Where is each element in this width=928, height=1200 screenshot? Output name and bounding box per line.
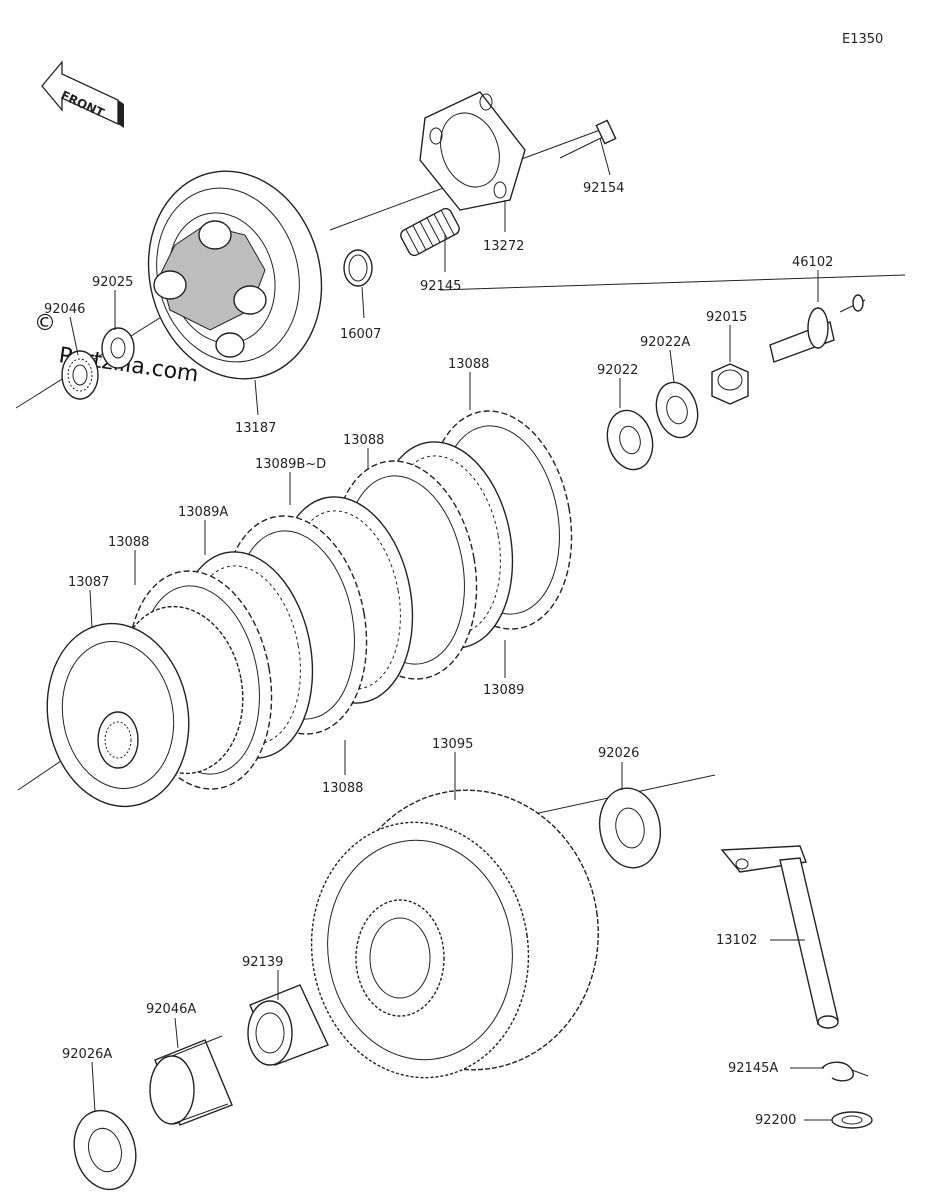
copyright-icon: ©: [34, 311, 56, 336]
part-92046-bearing: [61, 350, 99, 400]
label-92025: 92025: [92, 275, 133, 290]
leader-lines: [69, 137, 832, 1121]
label-13088-c: 13088: [108, 535, 149, 550]
label-92145: 92145: [420, 279, 461, 294]
label-92046: 92046: [44, 302, 85, 317]
label-13088-d: 13088: [322, 781, 363, 796]
label-92145A: 92145A: [728, 1061, 778, 1076]
part-13095-clutch-housing: [310, 789, 599, 1079]
diagram-code: E1350: [842, 32, 883, 47]
label-92046A: 92046A: [146, 1002, 196, 1017]
label-13088-a: 13088: [448, 357, 489, 372]
label-92015: 92015: [706, 310, 747, 325]
label-13089A: 13089A: [178, 505, 228, 520]
part-13187-pressure-plate: [147, 170, 323, 380]
label-13102: 13102: [716, 933, 757, 948]
part-13272-plate: [419, 91, 526, 211]
label-92200: 92200: [755, 1113, 796, 1128]
part-92139-sleeve: [247, 984, 329, 1066]
label-92022: 92022: [597, 363, 638, 378]
part-92022A-washer: [655, 381, 699, 439]
label-46102: 46102: [792, 255, 833, 270]
part-92025-washer: [101, 327, 135, 369]
part-13102-release-shaft: [720, 845, 839, 1029]
part-labels: 92154 13272 92145 16007 92025 92046 1318…: [44, 181, 833, 1128]
part-92046A-needle-bearing: [149, 1035, 233, 1126]
label-92022A: 92022A: [640, 335, 690, 350]
front-arrow-icon: FRONT: [41, 60, 124, 128]
label-13088-b: 13088: [343, 433, 384, 448]
label-92026A: 92026A: [62, 1047, 112, 1062]
part-92015-nut: [711, 363, 749, 405]
label-13089: 13089: [483, 683, 524, 698]
label-16007: 16007: [340, 327, 381, 342]
part-13087-clutch-hub: [46, 605, 244, 808]
part-92022-washer: [606, 409, 654, 471]
label-92026: 92026: [598, 746, 639, 761]
label-13095: 13095: [432, 737, 473, 752]
part-92200-washer: [831, 1111, 873, 1129]
label-13272: 13272: [483, 239, 524, 254]
label-92154: 92154: [583, 181, 624, 196]
part-92145A-spring: [821, 1061, 869, 1082]
part-92026A-washer: [73, 1109, 137, 1191]
label-13089B-D: 13089B~D: [255, 457, 326, 472]
label-13087: 13087: [68, 575, 109, 590]
part-92154-bolt: [559, 119, 617, 159]
part-46102-push-rod: [769, 294, 866, 363]
label-13187: 13187: [235, 421, 276, 436]
part-16007-ring: [343, 249, 373, 287]
part-92026-washer: [598, 787, 662, 869]
label-92139: 92139: [242, 955, 283, 970]
part-92145-spring: [400, 207, 460, 257]
